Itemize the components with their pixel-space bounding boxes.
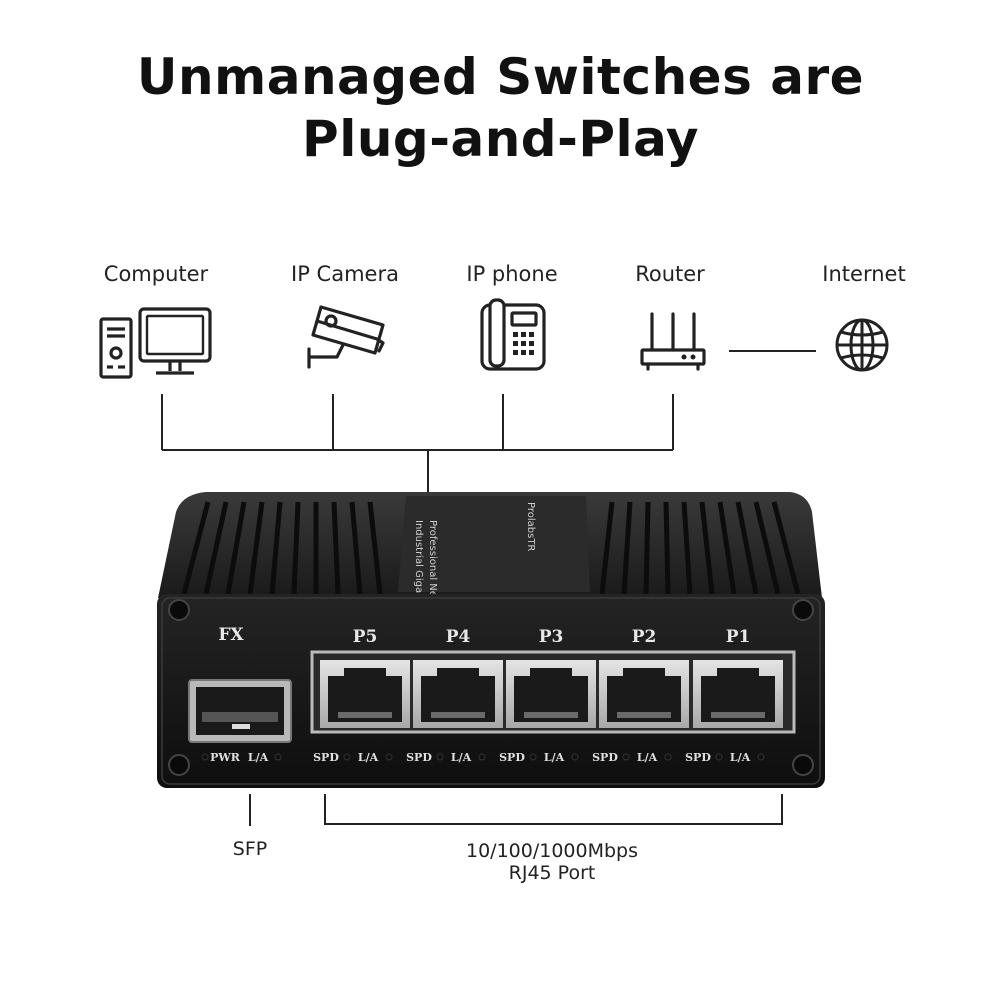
led-label-p1-la: L/A — [730, 751, 751, 764]
device-label-router: Router — [635, 262, 705, 286]
ip-camera-icon — [307, 305, 385, 369]
headline-line-1: Unmanaged Switches are — [136, 48, 865, 106]
globe-icon — [835, 318, 889, 372]
sfp-cage[interactable] — [188, 679, 292, 743]
fx-label: FX — [218, 625, 244, 645]
ip-phone-icon — [480, 298, 546, 371]
led-indicators — [201, 753, 765, 761]
port-label-p4: P4 — [446, 627, 471, 647]
led-label-p5-la: L/A — [358, 751, 379, 764]
sfp-caption: SFP — [232, 838, 268, 860]
logo-text: ProlabsTR — [525, 502, 536, 551]
port-label-p1: P1 — [726, 627, 751, 647]
rj45-port-p4[interactable] — [413, 660, 503, 728]
port-label-p3: P3 — [539, 627, 564, 647]
headline-line-2: Plug-and-Play — [302, 110, 699, 168]
rj45-port-p1[interactable] — [693, 660, 783, 728]
rj45-port-p5[interactable] — [320, 660, 410, 728]
rj45-caption: 10/100/1000Mbps RJ45 Port — [402, 840, 702, 884]
port-label-p2: P2 — [632, 627, 657, 647]
led-label-p4-spd: SPD — [406, 751, 432, 764]
led-label-p1-spd: SPD — [685, 751, 711, 764]
device-label-ip-phone: IP phone — [466, 262, 558, 286]
router-icon — [640, 312, 706, 371]
led-label-sfp-la: L/A — [248, 751, 269, 764]
led-label-p5-spd: SPD — [313, 751, 339, 764]
led-label-p4-la: L/A — [451, 751, 472, 764]
device-label-ip-camera: IP Camera — [291, 262, 399, 286]
headline: Unmanaged Switches are Plug-and-Play — [0, 46, 1001, 170]
led-label-p2-la: L/A — [637, 751, 658, 764]
screws — [168, 599, 814, 776]
device-label-internet: Internet — [822, 262, 906, 286]
heatsink-fins — [181, 501, 801, 595]
rj45-port-p2[interactable] — [599, 660, 689, 728]
rj45-port-p3[interactable] — [506, 660, 596, 728]
device-label-computer: Computer — [103, 262, 209, 286]
port-label-p5: P5 — [353, 627, 378, 647]
led-label-p3-spd: SPD — [499, 751, 525, 764]
rj45-caption-line-2: RJ45 Port — [508, 862, 596, 884]
label-plate — [398, 496, 590, 592]
led-label-p2-spd: SPD — [592, 751, 618, 764]
computer-icon — [99, 307, 212, 379]
rj45-caption-line-1: 10/100/1000Mbps — [465, 840, 638, 862]
led-label-p3-la: L/A — [544, 751, 565, 764]
led-label-pwr: PWR — [210, 751, 241, 764]
